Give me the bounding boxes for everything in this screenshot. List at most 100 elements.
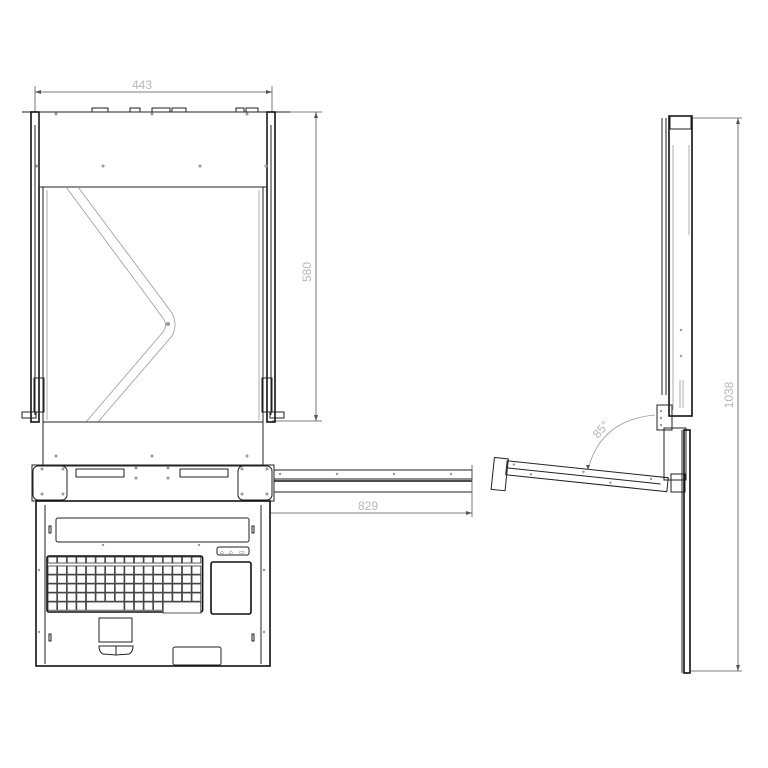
key[interactable] (133, 592, 144, 602)
key[interactable] (172, 565, 183, 575)
key[interactable] (105, 574, 115, 584)
key[interactable] (172, 592, 183, 602)
key[interactable] (47, 583, 58, 593)
key[interactable] (153, 556, 163, 564)
key[interactable] (181, 592, 192, 602)
key[interactable] (143, 583, 154, 593)
key[interactable] (57, 592, 67, 602)
key[interactable] (153, 574, 163, 584)
hinge-block (42, 421, 264, 467)
key[interactable] (76, 565, 87, 575)
key[interactable] (95, 574, 106, 584)
key[interactable] (172, 574, 183, 584)
key[interactable] (95, 565, 106, 575)
key[interactable] (153, 583, 163, 593)
key[interactable] (105, 565, 115, 575)
key[interactable] (172, 583, 183, 593)
key[interactable] (114, 574, 125, 584)
key[interactable] (133, 574, 144, 584)
key[interactable] (191, 556, 202, 564)
key[interactable] (181, 583, 192, 593)
side-touchpad[interactable] (210, 561, 252, 615)
rear-connectors (91, 107, 259, 113)
key[interactable] (76, 601, 87, 611)
key[interactable] (153, 601, 163, 611)
key[interactable] (162, 592, 173, 602)
key[interactable] (95, 592, 106, 602)
key[interactable] (76, 592, 87, 602)
key[interactable] (133, 565, 144, 575)
key[interactable] (162, 565, 173, 575)
key[interactable] (133, 601, 144, 611)
key[interactable] (114, 556, 125, 564)
slide-rail (273, 469, 473, 493)
key[interactable] (124, 601, 135, 611)
touchpad[interactable] (98, 617, 133, 643)
key[interactable] (47, 574, 58, 584)
key[interactable] (143, 601, 154, 611)
key[interactable] (47, 556, 58, 564)
arrow-cluster[interactable] (162, 601, 202, 614)
key[interactable] (57, 601, 67, 611)
touchpad-left-button[interactable] (98, 645, 117, 656)
key[interactable] (86, 592, 96, 602)
key[interactable] (172, 556, 183, 564)
key[interactable] (66, 565, 77, 575)
key[interactable] (105, 583, 115, 593)
key[interactable] (133, 556, 144, 564)
dimension-width: 443 (34, 78, 273, 112)
key[interactable] (76, 583, 87, 593)
key[interactable] (181, 556, 192, 564)
key[interactable] (66, 556, 77, 564)
key[interactable] (124, 574, 135, 584)
key[interactable] (191, 592, 202, 602)
key[interactable] (181, 565, 192, 575)
key[interactable] (124, 565, 135, 575)
key[interactable] (143, 592, 154, 602)
key[interactable] (86, 574, 96, 584)
key[interactable] (76, 574, 87, 584)
key[interactable] (86, 583, 96, 593)
key[interactable] (162, 556, 173, 564)
key[interactable] (114, 583, 125, 593)
key[interactable] (162, 574, 173, 584)
svg-text:⌂: ⌂ (220, 550, 224, 556)
key[interactable] (66, 583, 77, 593)
key[interactable] (86, 565, 96, 575)
key[interactable] (191, 565, 202, 575)
key[interactable] (105, 592, 115, 602)
key[interactable] (47, 601, 58, 611)
key[interactable] (57, 565, 67, 575)
key[interactable] (124, 556, 135, 564)
key[interactable] (66, 601, 77, 611)
key[interactable] (143, 574, 154, 584)
key[interactable] (47, 592, 58, 602)
key[interactable] (57, 583, 67, 593)
key[interactable] (181, 574, 192, 584)
dimension-total-height: 1038 (690, 117, 742, 672)
key[interactable] (133, 583, 144, 593)
key[interactable] (86, 556, 96, 564)
touchpad-right-button[interactable] (115, 645, 134, 656)
key[interactable] (66, 574, 77, 584)
key[interactable] (162, 583, 173, 593)
key[interactable] (76, 556, 87, 564)
key[interactable] (95, 583, 106, 593)
key[interactable] (105, 556, 115, 564)
key[interactable] (95, 556, 106, 564)
spacebar[interactable] (86, 601, 125, 611)
key[interactable] (124, 583, 135, 593)
key[interactable] (153, 565, 163, 575)
key[interactable] (143, 556, 154, 564)
key[interactable] (57, 574, 67, 584)
key[interactable] (114, 565, 125, 575)
key[interactable] (114, 592, 125, 602)
key[interactable] (66, 592, 77, 602)
key[interactable] (47, 565, 58, 575)
key[interactable] (191, 574, 202, 584)
key[interactable] (57, 556, 67, 564)
key[interactable] (124, 592, 135, 602)
key[interactable] (143, 565, 154, 575)
key[interactable] (153, 592, 163, 602)
key[interactable] (191, 583, 202, 593)
